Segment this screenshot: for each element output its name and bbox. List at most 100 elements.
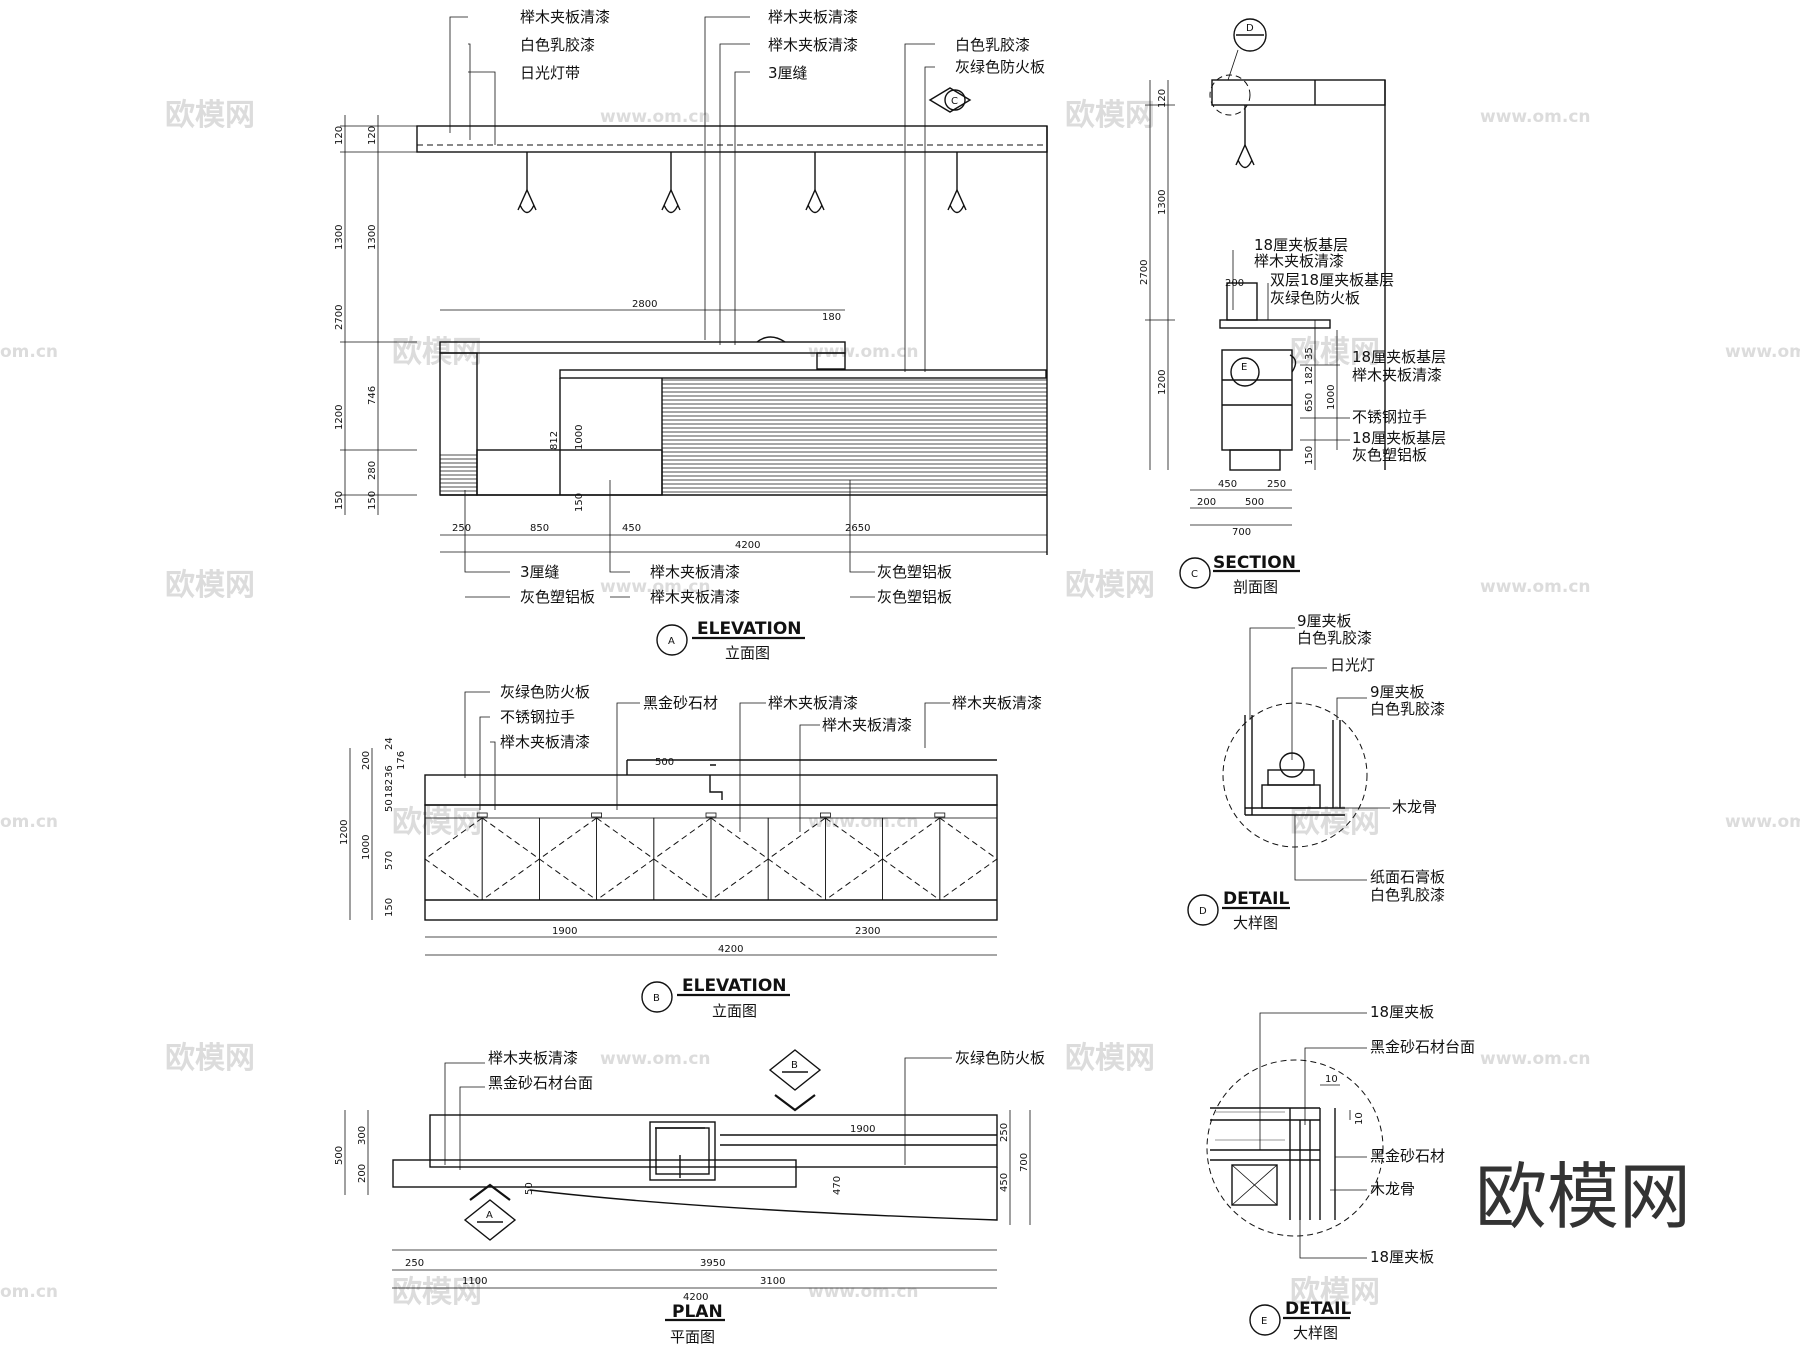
elevation-b-labels: 灰绿色防火板 不锈钢拉手 榉木夹板清漆 黑金砂石材 榉木夹板清漆 榉木夹板清漆 …: [339, 683, 1042, 1020]
dim-label: 182: [384, 779, 395, 798]
callout-label: 白色乳胶漆: [1370, 700, 1445, 718]
callout-label: 9厘夹板: [1370, 683, 1425, 701]
dim-label: 1300: [367, 225, 378, 250]
cabinet-door: [939, 817, 998, 901]
dim-label: 250: [1267, 479, 1286, 490]
callout-label: 白色乳胶漆: [955, 36, 1030, 54]
callout-label: 榉木夹板清漆: [768, 8, 858, 26]
view-title: SECTION: [1213, 553, 1296, 573]
callout-label: 灰色塑铝板: [520, 588, 595, 606]
brand-logo: 欧模网: [1475, 1155, 1691, 1239]
dim-label: 1000: [1326, 385, 1337, 410]
watermark-url: www.om.cn: [1725, 342, 1800, 362]
view-title: DETAIL: [1223, 889, 1289, 909]
callout-label: 白色乳胶漆: [520, 36, 595, 54]
callout-label: 灰绿色防火板: [500, 683, 590, 701]
dim-label: 1200: [339, 820, 350, 845]
dim-label: 1900: [552, 926, 577, 937]
watermark-url: www.om.cn: [600, 1049, 711, 1069]
callout-label: 纸面石膏板: [1370, 868, 1445, 886]
callout-label: 榉木夹板清漆: [1352, 366, 1442, 384]
callout-label: 3厘缝: [768, 64, 808, 82]
elevation-a-labels: 榉木夹板清漆 白色乳胶漆 日光灯带 榉木夹板清漆 榉木夹板清漆 3厘缝 白色乳胶…: [334, 8, 1045, 662]
cabinet-doors: [424, 812, 998, 901]
watermark-logo: 欧模网: [1290, 805, 1380, 840]
elevation-a-drawing: C: [340, 16, 1048, 598]
view-title-section-c: C SECTION 剖面图: [1179, 553, 1300, 596]
dim-label: 4200: [718, 944, 743, 955]
callout-label: 榉木夹板清漆: [488, 1049, 578, 1067]
door-swing: [481, 817, 541, 901]
watermark-url: www.om.cn: [808, 342, 919, 362]
view-title-elevation-b: B ELEVATION 立面图: [641, 976, 790, 1020]
dim-label: 1200: [1157, 370, 1168, 395]
detail-d-labels: 9厘夹板 白色乳胶漆 日光灯 9厘夹板 白色乳胶漆 木龙骨 纸面石膏板 白色乳胶…: [1187, 612, 1445, 932]
view-marker: B: [653, 993, 660, 1004]
door-swing: [652, 817, 712, 901]
dim-label: 2800: [632, 299, 657, 310]
view-title: DETAIL: [1285, 1299, 1351, 1319]
dim-label: 250: [452, 523, 471, 534]
dim-label: 200: [361, 751, 372, 770]
callout-label: 灰绿色防火板: [1270, 289, 1360, 307]
door-swing: [939, 817, 998, 901]
dim-label: 182: [1304, 366, 1315, 385]
watermark-url: om.cn: [0, 342, 58, 362]
detail-e-labels: 18厘夹板 黑金砂石材台面 黑金砂石材 木龙骨 18厘夹板 10 10 E DE…: [1249, 1003, 1475, 1342]
view-subtitle: 平面图: [670, 1328, 715, 1346]
watermark-logo: 欧模网: [392, 1275, 482, 1310]
watermarks: 欧模网 www.om.cn 欧模网 www.om.cn om.cn 欧模网 ww…: [0, 98, 1800, 1310]
dim-label: 500: [1245, 497, 1264, 508]
callout-label: 日光灯带: [520, 64, 580, 82]
dim-label: 150: [334, 491, 345, 510]
pendant-lamp: [517, 152, 537, 214]
view-subtitle: 立面图: [712, 1002, 757, 1020]
watermark-logo: 欧模网: [1290, 1275, 1380, 1310]
view-marker: D: [1199, 906, 1207, 917]
dim-label: 4200: [683, 1292, 708, 1303]
cabinet-door: [481, 817, 540, 901]
dim-label: 150: [384, 898, 395, 917]
callout-label: 灰绿色防火板: [955, 1049, 1045, 1067]
view-title-detail-e: E DETAIL 大样图: [1249, 1299, 1351, 1342]
door-swing: [538, 817, 597, 901]
section-marker-b: B: [768, 1049, 822, 1112]
callout-label: 不锈钢拉手: [1352, 408, 1427, 426]
cabinet-door: [596, 817, 655, 901]
section-marker-label: C: [951, 96, 958, 107]
dim-label: 10: [1354, 1112, 1365, 1125]
slat-panel: [440, 379, 1047, 493]
dim-label: 3950: [700, 1258, 725, 1269]
dim-label: 570: [384, 851, 395, 870]
dim-label: 200: [1225, 278, 1244, 289]
dim-label: 650: [1304, 393, 1315, 412]
callout-label: 榉木夹板清漆: [650, 563, 740, 581]
pendant-lamp: [805, 152, 825, 214]
dim-label: 812: [549, 431, 560, 450]
watermark-logo: 欧模网: [1065, 568, 1155, 603]
view-subtitle: 大样图: [1293, 1324, 1338, 1342]
callout-label: 9厘夹板: [1297, 612, 1352, 630]
watermark-url: om.cn: [0, 812, 58, 832]
dim-label: 2700: [1139, 260, 1150, 285]
dim-label: 280: [367, 461, 378, 480]
callout-label: 木龙骨: [1392, 798, 1437, 816]
leaders-a: [449, 16, 935, 598]
callout-label: 白色乳胶漆: [1370, 886, 1445, 904]
watermark-logo: 欧模网: [165, 1041, 255, 1076]
callout-label: 榉木夹板清漆: [520, 8, 610, 26]
section-marker-label: B: [791, 1060, 798, 1071]
dim-label: 36: [384, 765, 395, 778]
dim-label: 176: [396, 751, 407, 770]
door-swing: [596, 817, 655, 901]
callout-label: 双层18厘夹板基层: [1270, 271, 1394, 289]
view-title: ELEVATION: [697, 619, 802, 639]
detail-marker-d: D: [1246, 23, 1254, 34]
dim-label: 450: [622, 523, 641, 534]
dim-label: 500: [334, 1146, 345, 1165]
watermark-logo: 欧模网: [165, 98, 255, 133]
dim-label: 450: [999, 1173, 1010, 1192]
door-handle: [591, 812, 602, 818]
callout-label: 榉木夹板清漆: [952, 694, 1042, 712]
